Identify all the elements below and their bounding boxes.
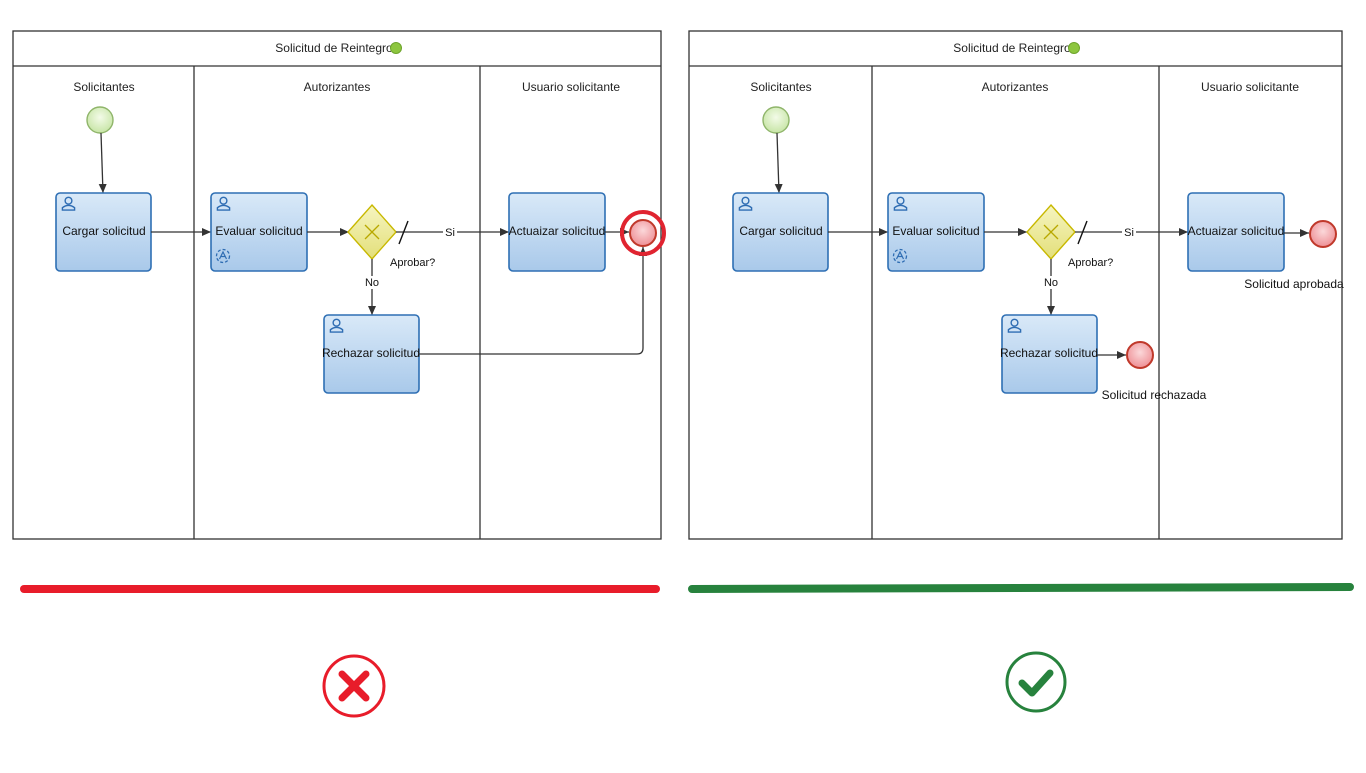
pool-title: Solicitud de Reintegros [275, 41, 398, 55]
task-rechazar-solicitud[interactable]: Rechazar solicitud [322, 314, 420, 394]
pool-title: Solicitud de Reintegros [953, 41, 1076, 55]
svg-text:Actuaizar solicitud: Actuaizar solicitud [1188, 224, 1285, 238]
pool-frame [688, 30, 1343, 540]
svg-text:Rechazar solicitud: Rechazar solicitud [1000, 346, 1098, 360]
svg-text:Rechazar solicitud: Rechazar solicitud [322, 346, 420, 360]
end-event-shared[interactable] [629, 219, 657, 247]
start-event[interactable] [762, 106, 790, 134]
pool-frame [12, 30, 662, 540]
end-label-rejected: Solicitud rechazada [1102, 388, 1207, 402]
lane-label-solicitantes: Solicitantes [73, 80, 134, 94]
svg-text:Cargar solicitud: Cargar solicitud [62, 224, 145, 238]
task-cargar-solicitud[interactable]: Cargar solicitud [55, 192, 152, 272]
task-actualizar-solicitud[interactable]: Actuaizar solicitud [508, 192, 606, 272]
flow-label-si: Si [445, 227, 455, 239]
flow-label-si: Si [1124, 227, 1134, 239]
flow-label-no: No [1044, 277, 1058, 289]
loop-marker-icon [892, 248, 908, 264]
x-circle-icon [322, 654, 386, 718]
task-rechazar-solicitud[interactable]: Rechazar solicitud [1000, 314, 1098, 394]
task-cargar-solicitud[interactable]: Cargar solicitud [732, 192, 829, 272]
loop-marker-icon [215, 248, 231, 264]
pool-status-dot [1068, 42, 1080, 54]
svg-text:Cargar solicitud: Cargar solicitud [739, 224, 822, 238]
task-evaluar-solicitud[interactable]: Evaluar solicitud [887, 192, 985, 272]
svg-text:Evaluar solicitud: Evaluar solicitud [892, 224, 979, 238]
gateway-label: Aprobar? [390, 257, 435, 269]
svg-text:Evaluar solicitud: Evaluar solicitud [215, 224, 302, 238]
svg-text:Actuaizar solicitud: Actuaizar solicitud [509, 224, 606, 238]
lane-label-solicitantes: Solicitantes [750, 80, 811, 94]
end-event-approved[interactable] [1309, 220, 1337, 248]
pool-status-dot [390, 42, 402, 54]
lane-label-autorizantes: Autorizantes [982, 80, 1049, 94]
diagram-wrong: Solicitud de Reintegros Solicitantes Aut… [12, 30, 666, 540]
end-label-approved: Solicitud aprobada [1244, 277, 1344, 291]
start-event[interactable] [86, 106, 114, 134]
lane-label-autorizantes: Autorizantes [304, 80, 371, 94]
diagram-right: Solicitud de Reintegros Solicitantes Aut… [688, 30, 1344, 540]
task-evaluar-solicitud[interactable]: Evaluar solicitud [210, 192, 308, 272]
task-actualizar-solicitud[interactable]: Actuaizar solicitud [1187, 192, 1285, 272]
gateway-label: Aprobar? [1068, 257, 1113, 269]
error-highlight-ring [620, 210, 666, 256]
flow-label-no: No [365, 277, 379, 289]
correct-indicator-bar [688, 583, 1354, 593]
end-event-rejected[interactable] [1126, 341, 1154, 369]
lane-label-usuario-solicitante: Usuario solicitante [1201, 80, 1299, 94]
check-circle-icon [1005, 651, 1067, 713]
lane-label-usuario-solicitante: Usuario solicitante [522, 80, 620, 94]
